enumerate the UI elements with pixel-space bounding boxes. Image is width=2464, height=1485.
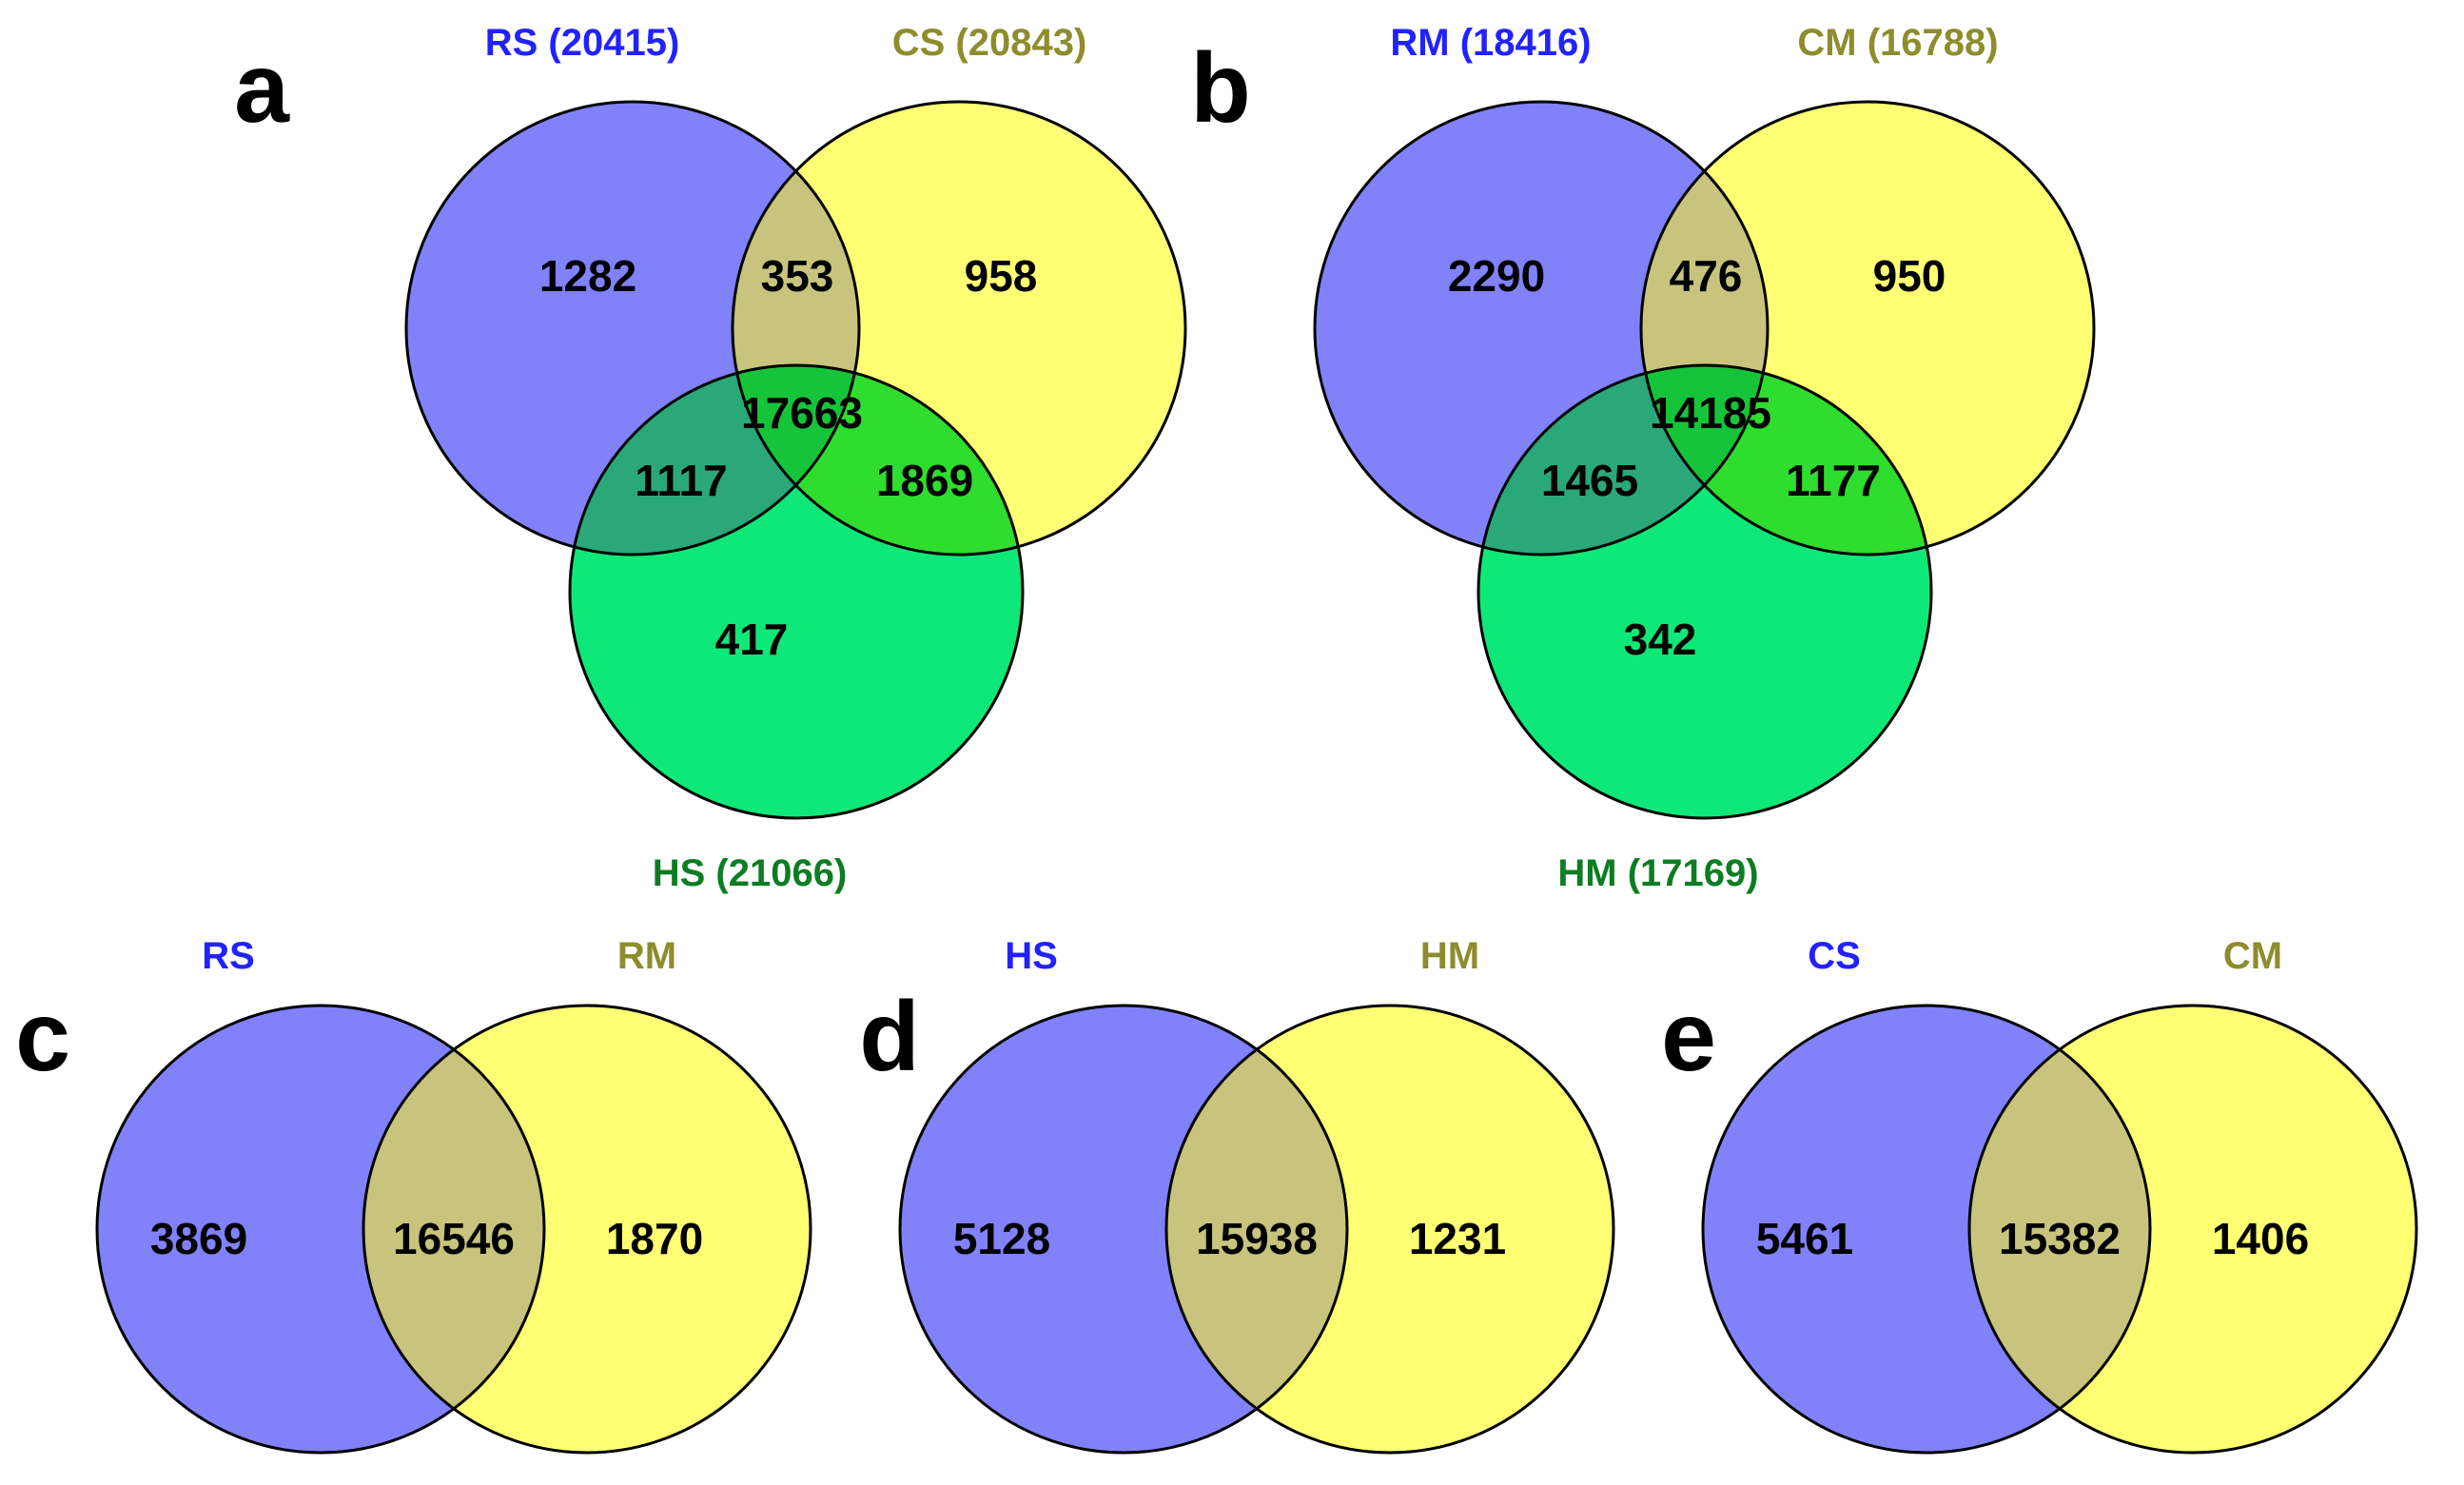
panel-b-count-hm-only: 342: [1624, 615, 1697, 664]
panel-b-letter: b: [1190, 33, 1251, 144]
panel-c: c RS RM 3869 16546 1870: [15, 935, 812, 1455]
panel-c-label-rm: RM: [617, 935, 676, 977]
panel-c-count-rs-only: 3869: [150, 1214, 247, 1263]
panel-a-count-rs-only: 1282: [539, 251, 636, 301]
panel-a-outlines: [404, 100, 1187, 820]
panel-b-count-cm-only: 950: [1873, 251, 1946, 301]
panel-e-count-cm-only: 1406: [2212, 1214, 2309, 1263]
panel-a-count-rs-hs: 1117: [635, 456, 727, 505]
panel-e-letter: e: [1661, 982, 1716, 1092]
panel-a-overlap-cs-hs: [733, 365, 1023, 555]
panel-b-count-rm-cm: 476: [1670, 251, 1743, 301]
panel-b-label-hm: HM (17169): [1557, 852, 1758, 894]
panel-e-overlap: [1969, 1006, 2150, 1453]
panel-a-label-cs: CS (20843): [892, 22, 1087, 64]
panel-d-count-hs-only: 5128: [953, 1214, 1050, 1263]
panel-a-count-cs-only: 958: [965, 251, 1038, 301]
panel-c-label-rs: RS: [202, 935, 255, 977]
panel-c-outlines: [95, 1004, 812, 1455]
panel-a-count-center: 17663: [741, 388, 863, 438]
panel-a: a RS (20415) CS (20843) HS (21066) 1282 …: [234, 22, 1187, 894]
panel-e-label-cs: CS: [1808, 935, 1861, 977]
panel-a-label-hs: HS (21066): [653, 852, 848, 894]
panel-b-count-center: 14185: [1650, 388, 1771, 438]
panel-a-count-cs-hs: 1869: [876, 456, 973, 505]
panel-b-label-cm: CM (16788): [1797, 22, 1998, 64]
panel-d-count-hm-only: 1231: [1409, 1214, 1506, 1263]
panel-d: d HS HM 5128 15938 1231: [859, 935, 1615, 1455]
panel-b: b RM (18416) CM (16788) HM (17169) 2290 …: [1190, 22, 2096, 894]
panel-e: e CS CM 5461 15382 1406: [1661, 935, 2418, 1455]
panel-c-overlap: [363, 1006, 544, 1453]
panel-e-label-cm: CM: [2223, 935, 2282, 977]
panel-b-count-rm-only: 2290: [1448, 251, 1545, 301]
panel-b-label-rm: RM (18416): [1390, 22, 1591, 64]
panel-e-count-cs-only: 5461: [1756, 1214, 1853, 1263]
panel-a-overlap-rs-hs: [570, 365, 859, 555]
panel-d-count-overlap: 15938: [1196, 1214, 1318, 1263]
panel-a-letter: a: [234, 33, 290, 144]
panel-e-outlines: [1701, 1004, 2418, 1455]
panel-d-letter: d: [859, 982, 920, 1092]
panel-a-count-rs-cs: 353: [761, 251, 834, 301]
panel-d-overlap: [1166, 1006, 1347, 1453]
panel-b-outlines: [1313, 100, 2096, 820]
panel-b-count-cm-hm: 1177: [1786, 456, 1881, 505]
panel-c-letter: c: [15, 982, 70, 1092]
panel-c-count-rm-only: 1870: [606, 1214, 703, 1263]
panel-d-label-hs: HS: [1005, 935, 1058, 977]
panel-a-count-hs-only: 417: [715, 615, 789, 664]
panel-b-overlap-rm-hm: [1478, 365, 1768, 555]
panel-a-label-rs: RS (20415): [485, 22, 680, 64]
panel-b-overlap-cm-hm: [1641, 365, 1931, 555]
panel-d-outlines: [898, 1004, 1615, 1455]
panel-d-label-hm: HM: [1420, 935, 1479, 977]
panel-e-count-overlap: 15382: [1999, 1214, 2121, 1263]
panel-b-count-rm-hm: 1465: [1541, 456, 1638, 505]
panel-c-count-overlap: 16546: [393, 1214, 515, 1263]
